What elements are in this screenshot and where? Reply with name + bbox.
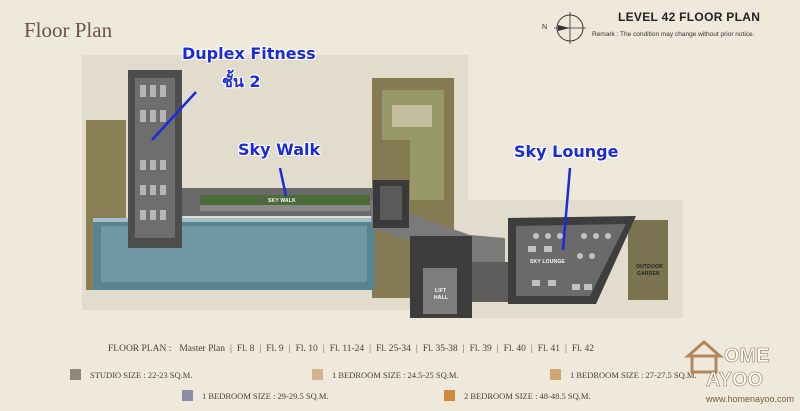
sky-lounge-plan-label: SKY LOUNGE xyxy=(530,259,565,265)
legend-label: 1 BEDROOM SIZE : 29-29.5 SQ.M. xyxy=(202,390,329,401)
floor-link-fl-9[interactable]: Fl. 9 xyxy=(266,344,284,354)
logo-url: www.homenayoo.com xyxy=(706,394,795,404)
floor-link-fl-42[interactable]: Fl. 42 xyxy=(571,344,595,354)
legend-label: 2 BEDROOM SIZE : 48-48.5 SQ.M. xyxy=(464,390,591,401)
legend-swatch xyxy=(312,369,323,380)
outdoor-label-2: GARDEN xyxy=(637,271,660,277)
floor-plan-nav-label: FLOOR PLAN : xyxy=(108,344,172,354)
level-title: LEVEL 42 FLOOR PLAN xyxy=(618,10,761,24)
legend-swatch xyxy=(182,390,193,401)
legend-1bed-24: 1 BEDROOM SIZE : 24.5-25 SQ.M. xyxy=(312,369,459,380)
floor-link-fl-10[interactable]: Fl. 10 xyxy=(295,344,318,354)
sky-walk-callout: Sky Walk xyxy=(238,140,321,159)
south-block xyxy=(472,262,512,302)
floor-link-fl-8[interactable]: Fl. 8 xyxy=(236,344,255,354)
floor-link-master-plan[interactable]: Master Plan xyxy=(179,344,225,354)
legend-swatch xyxy=(550,369,561,380)
logo-line1: OME xyxy=(724,345,770,367)
lift-hall-label-2: HALL xyxy=(434,295,449,301)
compass-icon xyxy=(554,12,586,44)
legend-swatch xyxy=(70,369,81,380)
sky-walk-plan-label: SKY WALK xyxy=(268,198,296,204)
floor-link-fl-40[interactable]: Fl. 40 xyxy=(503,344,526,354)
legend-2bed-48: 2 BEDROOM SIZE : 48-48.5 SQ.M. xyxy=(444,390,591,401)
logo-line2: AYOO xyxy=(706,369,763,391)
floor-link-fl-25-34[interactable]: Fl. 25-34 xyxy=(376,344,411,354)
legend-label: 1 BEDROOM SIZE : 24.5-25 SQ.M. xyxy=(332,369,459,380)
floor-link-fl-39[interactable]: Fl. 39 xyxy=(469,344,492,354)
legend-label: 1 BEDROOM SIZE : 27-27.5 SQ.M. xyxy=(570,369,697,380)
outdoor-label-1: OUTDOOR xyxy=(636,264,663,270)
legend-1bed-27: 1 BEDROOM SIZE : 27-27.5 SQ.M. xyxy=(550,369,697,380)
fitness-callout-line1: Duplex Fitness xyxy=(182,44,316,63)
lift-hall-label-1: LIFT xyxy=(435,288,447,294)
fitness-callout-line2: ชั้น 2 xyxy=(222,72,261,91)
floor-plan-nav: FLOOR PLAN : Master Plan| Fl. 8| Fl. 9| … xyxy=(108,344,595,354)
fitness-pointer xyxy=(151,91,197,141)
sky-walk-pointer xyxy=(278,167,288,197)
remark-text: Remark : The condition may change withou… xyxy=(592,31,755,38)
sky-lounge-callout: Sky Lounge xyxy=(514,142,619,161)
legend-1bed-29: 1 BEDROOM SIZE : 29-29.5 SQ.M. xyxy=(182,390,329,401)
homenayoo-logo-icon: OME AYOO xyxy=(684,340,770,391)
garden-southeast xyxy=(628,220,668,300)
compass-letter: N xyxy=(542,24,548,31)
floor-link-fl-41[interactable]: Fl. 41 xyxy=(537,344,560,354)
legend-label: STUDIO SIZE : 22-23 SQ.M. xyxy=(90,369,193,380)
legend-swatch xyxy=(444,390,455,401)
sky-lounge-pointer xyxy=(561,167,572,251)
legend-studio: STUDIO SIZE : 22-23 SQ.M. xyxy=(70,369,192,380)
floor-link-fl-11-24[interactable]: Fl. 11-24 xyxy=(329,344,365,354)
page-title: Floor Plan xyxy=(24,18,113,42)
floor-link-fl-35-38[interactable]: Fl. 35-38 xyxy=(422,344,458,354)
